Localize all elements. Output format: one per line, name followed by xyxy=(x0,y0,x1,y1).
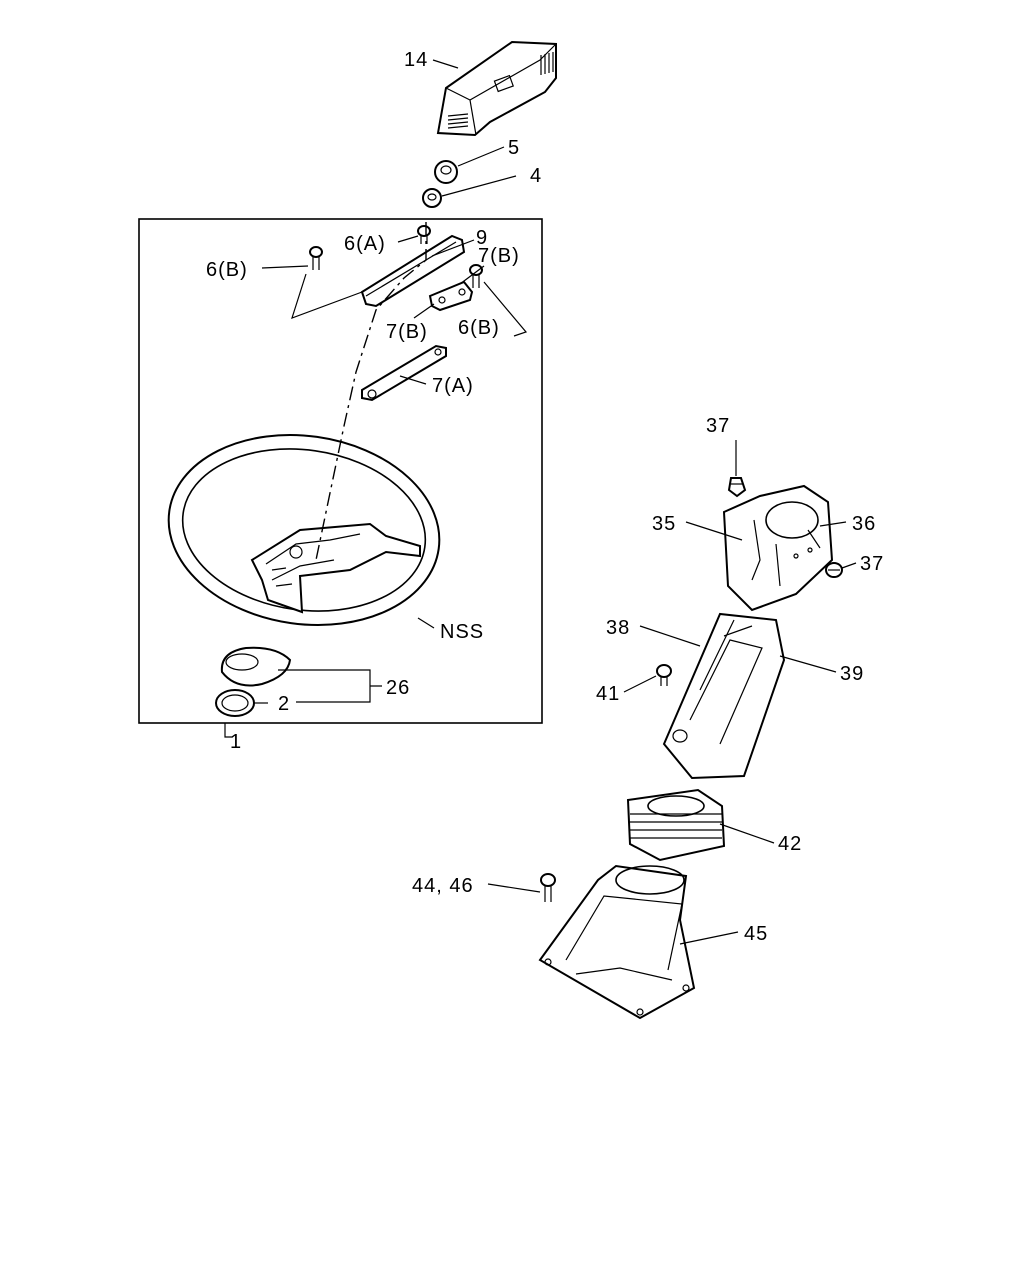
steering-wheel-part xyxy=(167,434,441,626)
label-7a: 7(A) xyxy=(432,375,474,397)
screw-37-top-part xyxy=(727,477,747,498)
washer-part xyxy=(422,188,442,208)
leader-7b-right xyxy=(459,265,485,285)
label-7b-left: 7(B) xyxy=(386,321,428,343)
leader-7b-left xyxy=(413,303,435,319)
leader-9 xyxy=(431,239,475,257)
leader-6b-right xyxy=(483,281,528,337)
leader-6a xyxy=(397,235,419,243)
label-35: 35 xyxy=(652,513,676,535)
label-1: 1 xyxy=(230,731,242,753)
label-9: 9 xyxy=(476,227,488,249)
bolt-6b-right-part xyxy=(469,264,483,288)
column-upper-cover-part xyxy=(722,484,834,612)
leader-26 xyxy=(278,669,382,703)
label-45: 45 xyxy=(744,923,768,945)
leader-nss xyxy=(417,617,435,629)
bolt-44-46-part xyxy=(540,873,556,902)
screw-37-right-part xyxy=(825,562,843,578)
label-4: 4 xyxy=(530,165,542,187)
leader-35 xyxy=(685,521,743,541)
ring-part xyxy=(215,689,255,717)
plate-7a-part xyxy=(361,344,447,402)
label-6b-left: 6(B) xyxy=(206,259,248,281)
label-2: 2 xyxy=(278,693,290,715)
label-14: 14 xyxy=(404,49,428,71)
leader-41 xyxy=(623,675,657,693)
leader-6b-left xyxy=(261,265,363,319)
bolt-6a-part xyxy=(417,225,431,244)
label-6a: 6(A) xyxy=(344,233,386,255)
label-7b-right: 7(B) xyxy=(478,245,520,267)
steering-wheel-assembly-frame xyxy=(138,218,543,724)
label-5: 5 xyxy=(508,137,520,159)
leader-42 xyxy=(719,823,775,844)
label-26: 26 xyxy=(386,677,410,699)
leader-5 xyxy=(457,146,505,167)
emblem-cap-part xyxy=(220,646,292,687)
bolt-6b-left-part xyxy=(309,246,323,270)
label-37-right: 37 xyxy=(860,553,884,575)
leader-44-46 xyxy=(487,883,541,893)
label-42: 42 xyxy=(778,833,802,855)
label-37-top: 37 xyxy=(706,415,730,437)
leader-14 xyxy=(432,59,459,69)
leader-36 xyxy=(819,521,847,527)
label-36: 36 xyxy=(852,513,876,535)
axis-line-upper xyxy=(315,222,427,561)
label-39: 39 xyxy=(840,663,864,685)
leader-45 xyxy=(679,931,739,945)
boot-45-part xyxy=(538,864,696,1020)
boot-42-part xyxy=(626,788,726,862)
screw-41-part xyxy=(656,664,672,686)
horn-pad-cover-part xyxy=(436,40,557,137)
column-lower-cover-part xyxy=(662,612,786,780)
label-38: 38 xyxy=(606,617,630,639)
leader-7a xyxy=(399,375,427,385)
leader-39 xyxy=(779,655,837,673)
label-6b-right: 6(B) xyxy=(458,317,500,339)
leader-37-right xyxy=(841,562,857,569)
label-44-46: 44, 46 xyxy=(412,875,474,897)
frame-leader-1 xyxy=(224,723,232,738)
label-41: 41 xyxy=(596,683,620,705)
label-nss: NSS xyxy=(440,621,484,643)
nut-part xyxy=(434,160,458,184)
plate-7b-part xyxy=(428,280,474,312)
leader-4 xyxy=(441,175,517,197)
leader-38 xyxy=(639,625,701,647)
